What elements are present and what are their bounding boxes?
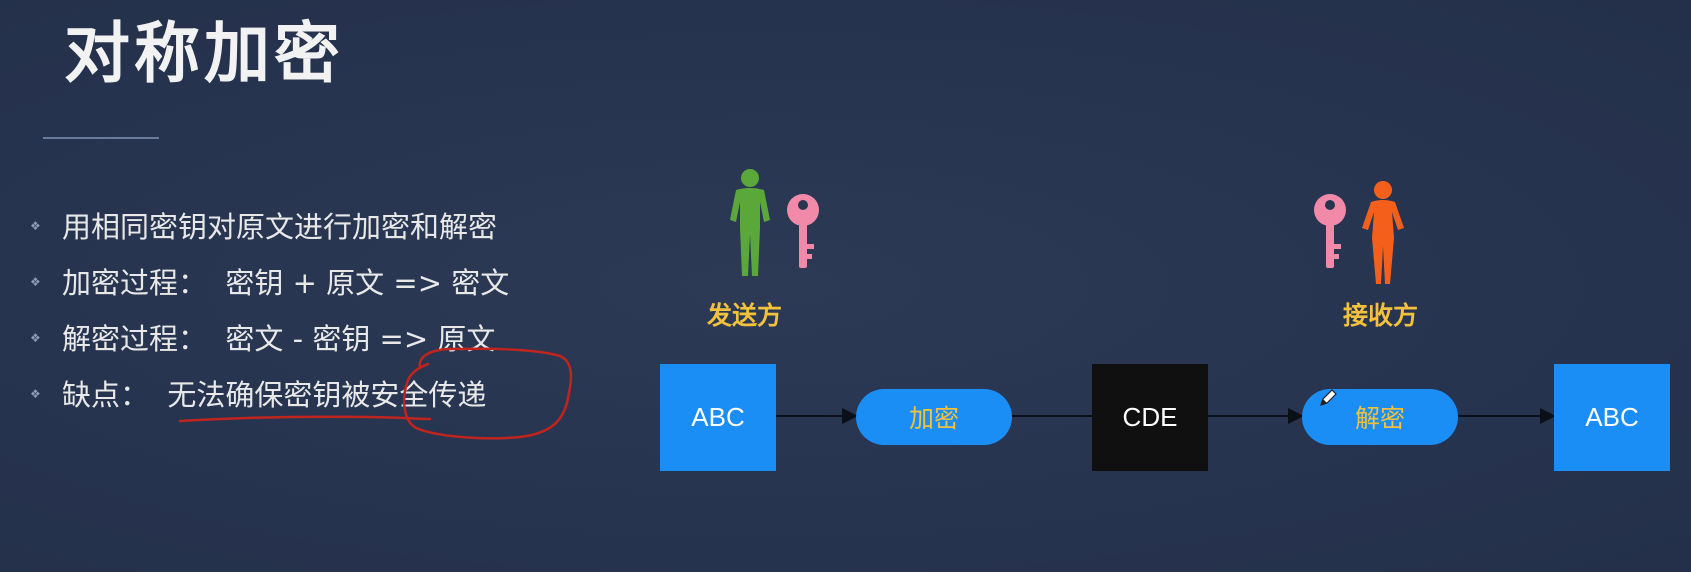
pen-cursor-icon	[1320, 389, 1337, 406]
ciphertext-box: CDE	[1092, 364, 1208, 471]
receiver-label: 接收方	[1343, 301, 1419, 330]
bullet-item: ❖ 加密过程： 密钥 + 原文 => 密文	[30, 253, 509, 309]
sender-person-icon	[730, 169, 770, 276]
title-underline	[43, 137, 159, 139]
bullet-item: ❖ 解密过程： 密文 - 密钥 => 原文	[30, 309, 509, 365]
diamond-bullet-icon: ❖	[30, 219, 41, 233]
plaintext-input-box: ABC	[660, 364, 776, 471]
bullet-text: 加密过程： 密钥 + 原文 => 密文	[62, 266, 510, 300]
slide-title: 对称加密	[64, 15, 344, 92]
receiver-person-icon	[1362, 181, 1404, 284]
bullet-text: 用相同密钥对原文进行加密和解密	[62, 210, 498, 244]
diamond-bullet-icon: ❖	[30, 387, 41, 401]
sender-label: 发送方	[707, 301, 783, 330]
bullet-item: ❖ 用相同密钥对原文进行加密和解密	[30, 197, 509, 253]
plaintext-output-box: ABC	[1554, 364, 1670, 471]
receiver-key-icon	[1314, 194, 1346, 268]
diamond-bullet-icon: ❖	[30, 275, 41, 289]
bullet-text: 解密过程： 密文 - 密钥 => 原文	[62, 322, 496, 356]
sender-key-icon	[787, 194, 819, 268]
diamond-bullet-icon: ❖	[30, 331, 41, 345]
encrypt-step: 加密	[856, 389, 1012, 445]
